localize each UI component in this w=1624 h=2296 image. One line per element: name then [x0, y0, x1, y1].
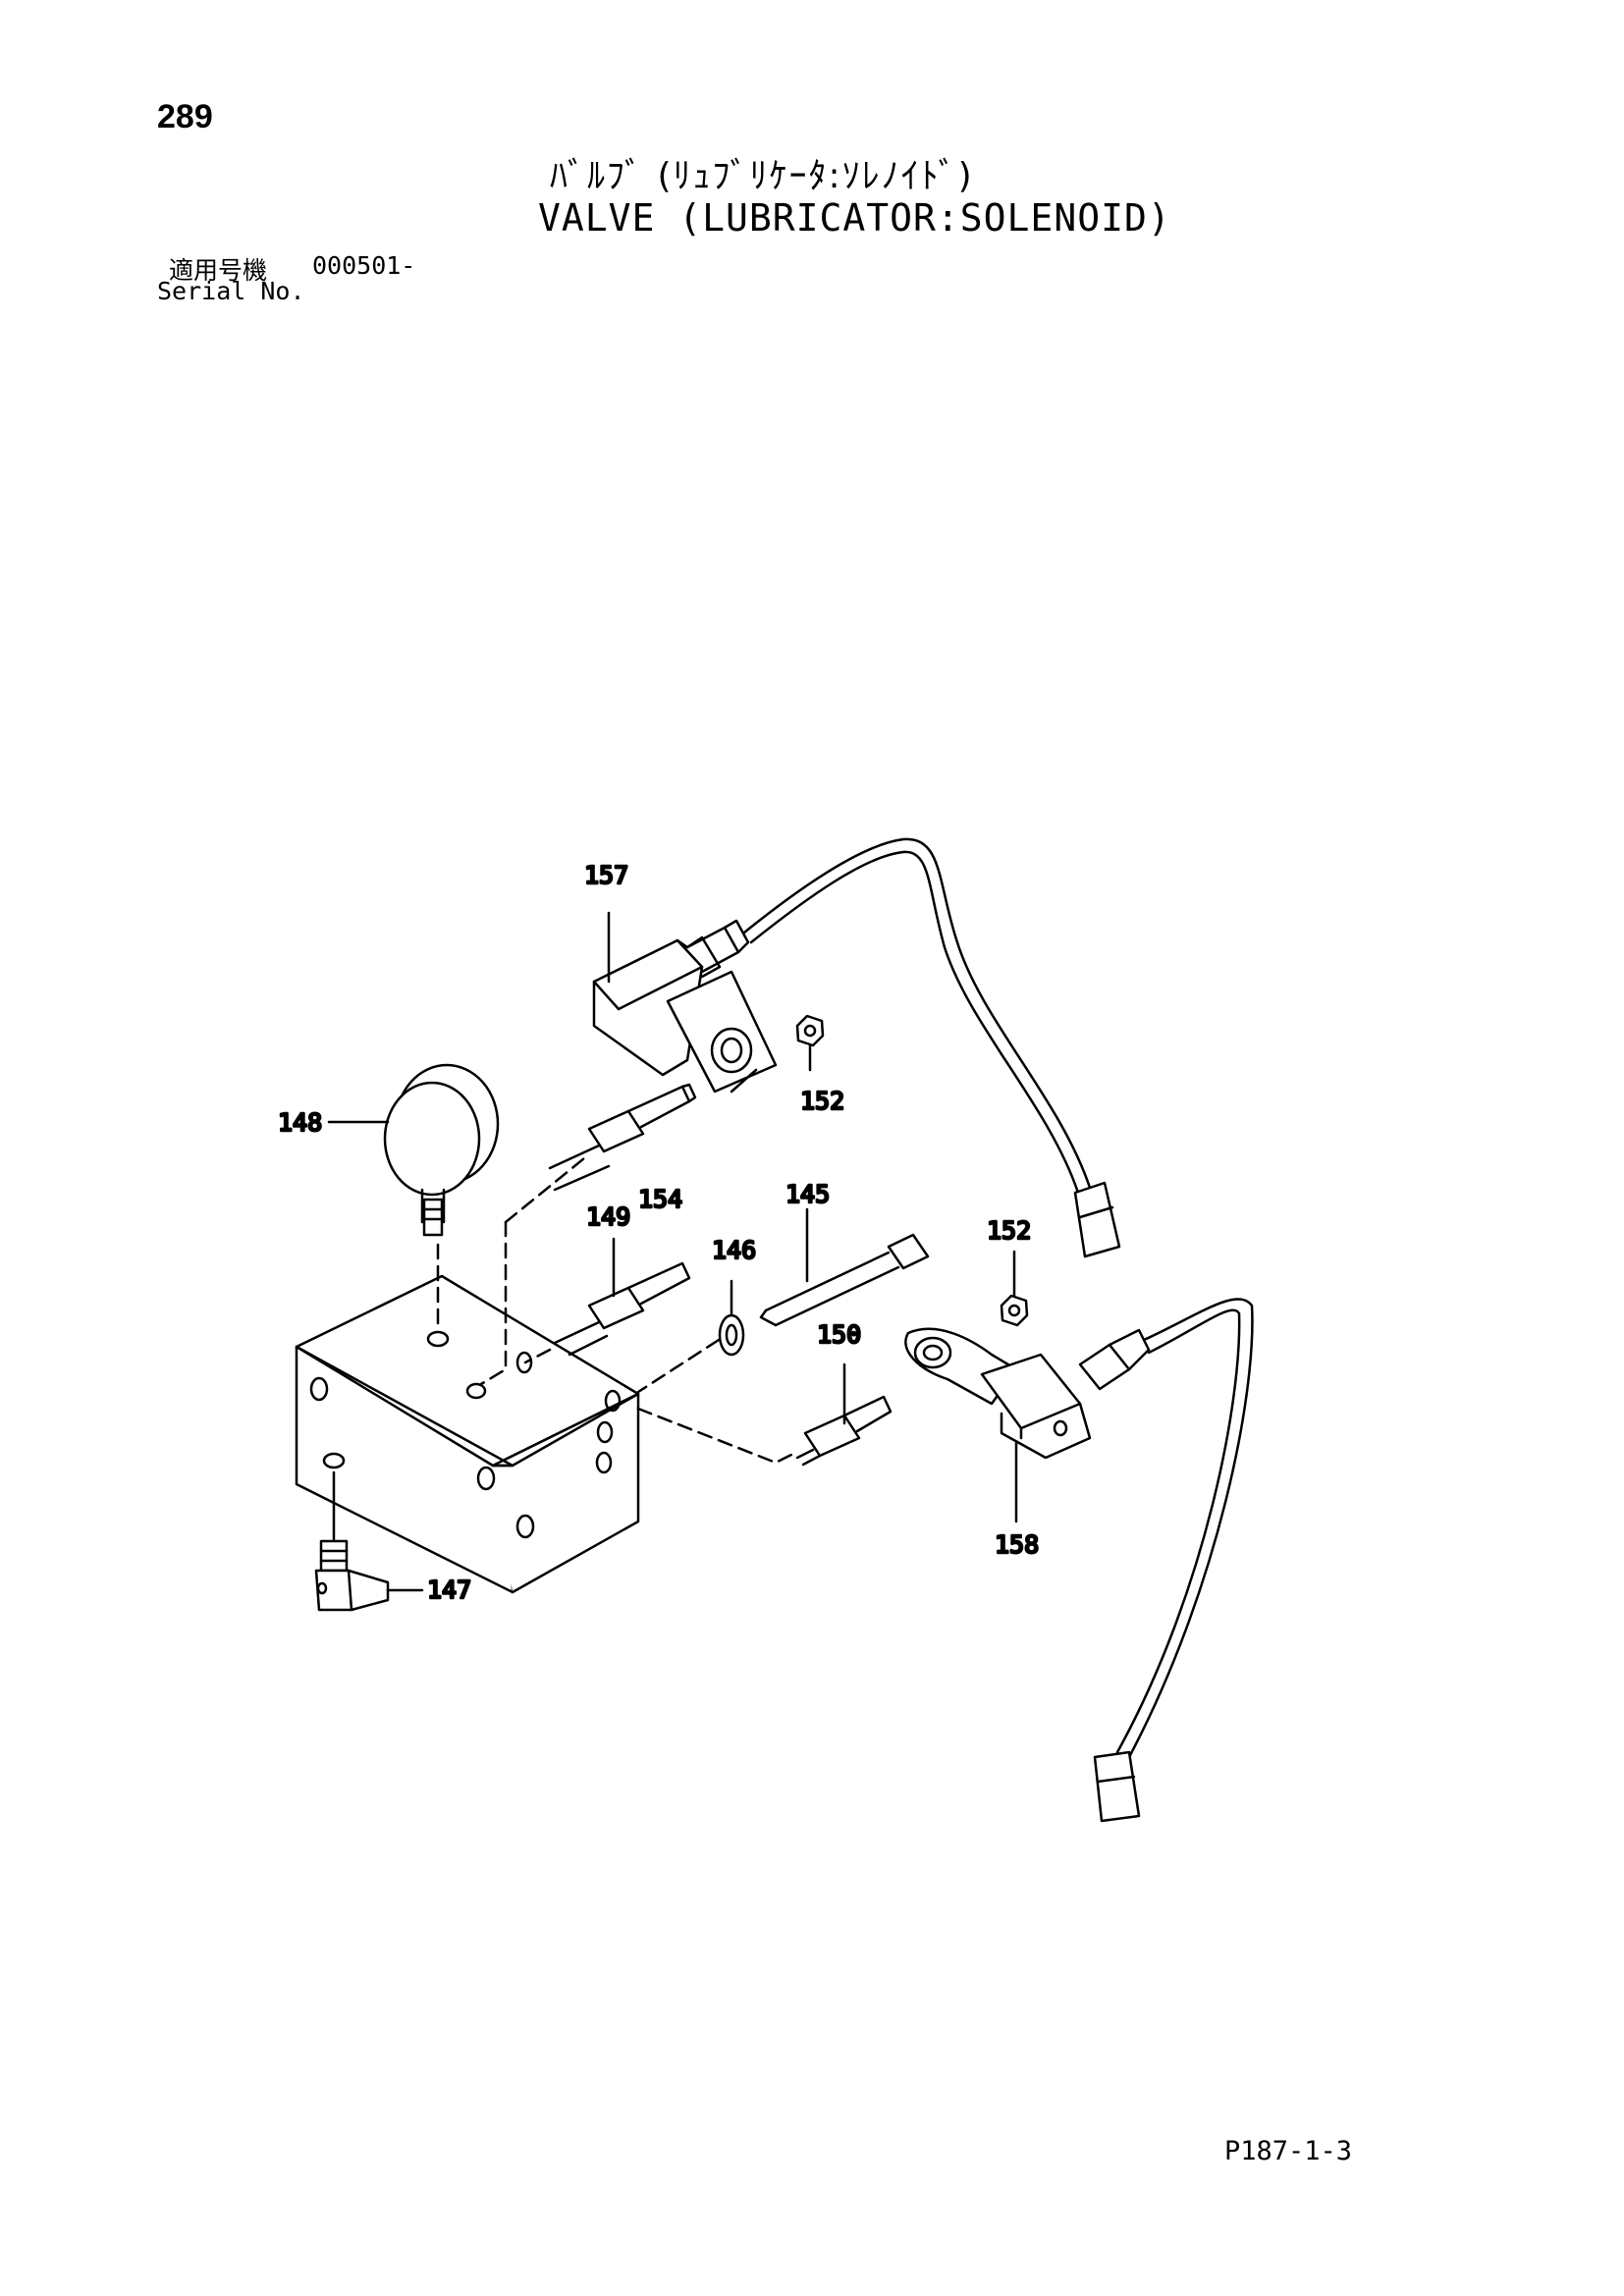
- fitting-150: [636, 1362, 893, 1467]
- callout-147: 147: [427, 1575, 471, 1604]
- serial-label-english: Serial No.: [157, 277, 305, 305]
- callout-154: 154: [638, 1185, 682, 1213]
- callout-152-upper: 152: [800, 1087, 844, 1115]
- title-english: VALVE (LUBRICATOR:SOLENOID): [538, 196, 1171, 240]
- callout-146: 146: [712, 1236, 756, 1264]
- callout-157: 157: [584, 861, 628, 889]
- serial-number-value: 000501-: [312, 251, 416, 280]
- solenoid-connector-157: [592, 837, 1121, 1258]
- callout-158: 158: [995, 1530, 1039, 1559]
- callout-145: 145: [785, 1180, 830, 1208]
- pressure-gauge: [327, 1063, 500, 1332]
- washer-146: [636, 1279, 745, 1394]
- fitting-154: [479, 1083, 697, 1386]
- bolt-145: [759, 1207, 930, 1327]
- nut-152-lower: [1000, 1250, 1029, 1327]
- fitting-149: [523, 1237, 691, 1364]
- title-japanese: ﾊﾞﾙﾌﾞ (ﾘｭﾌﾞﾘｹｰﾀ:ｿﾚﾉｲﾄﾞ): [550, 156, 974, 196]
- serial-label-japanese: 適用号機: [169, 256, 268, 285]
- solenoid-connector-158: [904, 1298, 1254, 1823]
- page-reference: P187-1-3: [1224, 2136, 1353, 2166]
- nut-152-upper: [795, 1014, 825, 1072]
- page-number: 289: [157, 98, 213, 135]
- elbow-fitting-147: [314, 1470, 424, 1612]
- callout-152-lower: 152: [987, 1216, 1031, 1245]
- callout-150: 150: [817, 1320, 861, 1349]
- valve-block: [295, 1274, 640, 1594]
- callout-148: 148: [278, 1108, 322, 1137]
- callout-149: 149: [586, 1202, 630, 1231]
